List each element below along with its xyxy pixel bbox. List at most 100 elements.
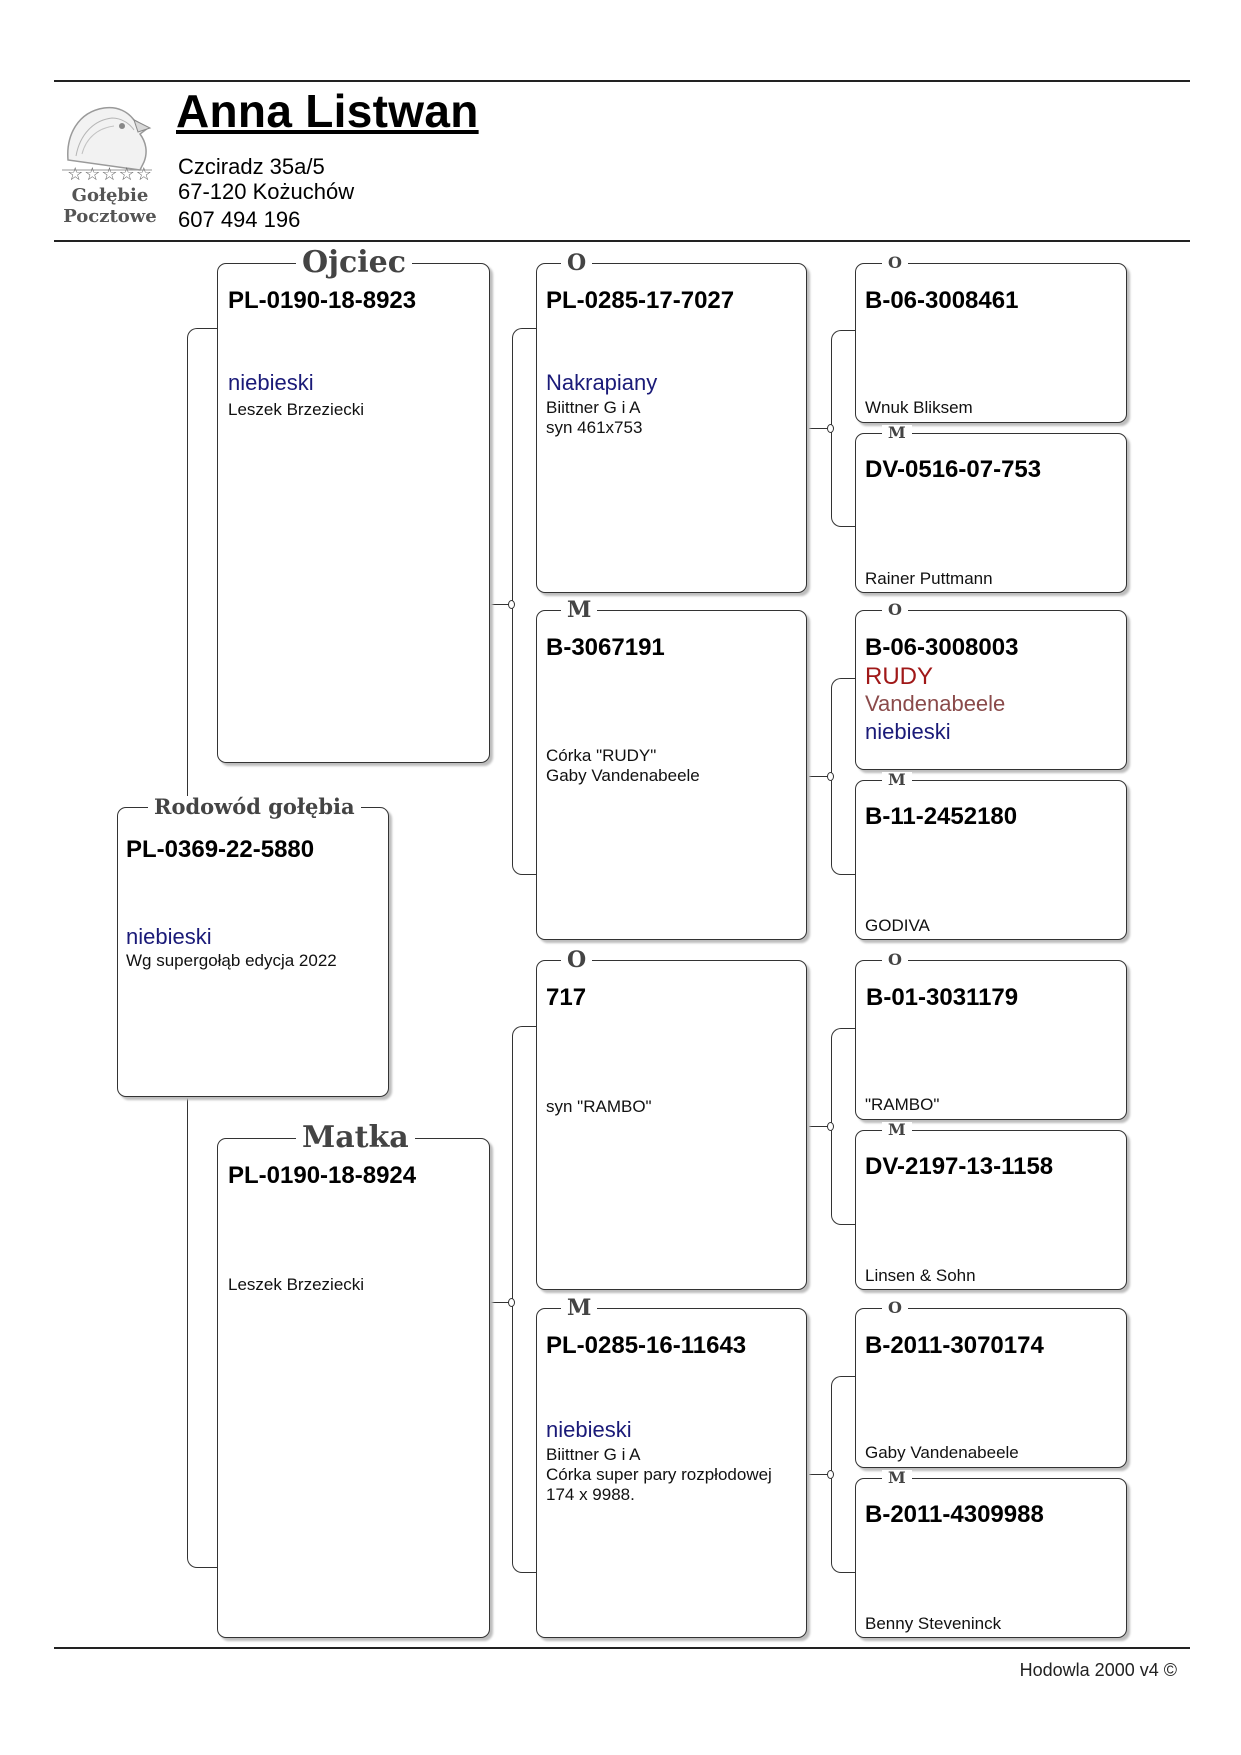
- connector-mother-node: [508, 1298, 515, 1307]
- connector-mother: [512, 1026, 537, 1573]
- fff-label: O: [882, 255, 908, 271]
- mother-note: Leszek Brzeziecki: [228, 1275, 365, 1294]
- connector-father: [512, 328, 537, 875]
- mm-note2: Córka super pary rozpłodowej: [546, 1465, 772, 1484]
- mm-ring: PL-0285-16-11643: [546, 1332, 747, 1359]
- fm-ring: B-3067191: [546, 634, 665, 661]
- father-ring: PL-0190-18-8923: [228, 287, 417, 314]
- connector-mm-stem: [809, 1474, 831, 1475]
- mfm-note: Linsen & Sohn: [865, 1266, 976, 1285]
- fmm-card[interactable]: M B-11-2452180 GODIVA: [855, 772, 1127, 940]
- address-line2: 67-120 Kożuchów: [178, 179, 355, 204]
- connector-mf-node: [827, 1122, 834, 1131]
- logo-text-line1: Gołębie: [71, 185, 149, 206]
- fmm-note: GODIVA: [865, 916, 930, 935]
- connector-mother-stem: [490, 1302, 512, 1303]
- top-rule: [54, 80, 1190, 82]
- mf-card[interactable]: O 717 syn "RAMBO": [536, 949, 807, 1290]
- mfm-label: M: [882, 1122, 912, 1138]
- mm-color: niebieski: [546, 1417, 632, 1442]
- fmm-label: M: [882, 772, 912, 788]
- ff-label: O: [561, 252, 593, 274]
- ffm-ring: DV-0516-07-753: [865, 456, 1042, 483]
- mmm-ring: B-2011-4309988: [865, 1501, 1044, 1528]
- phone: 607 494 196: [178, 207, 301, 232]
- connector-mf-stem: [809, 1126, 831, 1127]
- ff-color: Nakrapiany: [546, 370, 658, 395]
- mm-note3: 174 x 9988.: [546, 1485, 635, 1504]
- connector-ff-node: [827, 424, 834, 433]
- mmf-note: Gaby Vandenabeele: [865, 1443, 1019, 1462]
- address-line1: Czciradz 35a/5: [178, 154, 325, 179]
- owner-name: Anna Listwan: [176, 85, 479, 137]
- fm-note1: Córka "RUDY": [546, 746, 657, 765]
- ffm-note: Rainer Puttmann: [865, 569, 993, 588]
- mfm-ring: DV-2197-13-1158: [865, 1153, 1054, 1180]
- subject-color: niebieski: [126, 924, 212, 949]
- pigeon-logo: ☆☆☆☆☆ Gołębie Pocztowe: [56, 90, 164, 230]
- fff-card[interactable]: O B-06-3008461 Wnuk Bliksem: [855, 255, 1127, 423]
- mother-label: Matka: [296, 1123, 415, 1153]
- mmf-card[interactable]: O B-2011-3070174 Gaby Vandenabeele: [855, 1300, 1127, 1468]
- mmf-label: O: [882, 1300, 908, 1316]
- subject-card[interactable]: Rodowód gołębia PL-0369-22-5880 niebiesk…: [117, 796, 389, 1097]
- mmm-card[interactable]: M B-2011-4309988 Benny Steveninck: [855, 1470, 1127, 1638]
- fmf-label: O: [882, 602, 908, 618]
- ff-note2: syn 461x753: [546, 418, 643, 437]
- ffm-label: M: [882, 425, 912, 441]
- father-color: niebieski: [228, 370, 314, 395]
- footer-credit: Hodowla 2000 v4 ©: [1019, 1660, 1177, 1680]
- subject-label: Rodowód gołębia: [148, 796, 361, 817]
- mm-card[interactable]: M PL-0285-16-11643 niebieski Biittner G …: [536, 1297, 807, 1638]
- connector-mf: [831, 1028, 856, 1225]
- fmf-card[interactable]: O B-06-3008003 RUDY Vandenabeele niebies…: [855, 602, 1127, 770]
- logo-text-line2: Pocztowe: [63, 206, 157, 227]
- mm-note1: Biittner G i A: [546, 1445, 641, 1464]
- connector-fm-node: [827, 772, 834, 781]
- logo-stars: ☆☆☆☆☆: [67, 164, 153, 184]
- footer-rule: [54, 1647, 1190, 1649]
- connector-father-stem: [490, 604, 512, 605]
- fmf-color: niebieski: [865, 719, 951, 744]
- header-rule: [54, 240, 1190, 242]
- connector-mm: [831, 1376, 856, 1573]
- fm-note2: Gaby Vandenabeele: [546, 766, 700, 785]
- connector-ff: [831, 330, 856, 527]
- mff-label: O: [882, 952, 908, 968]
- connector-fm: [831, 678, 856, 875]
- mmm-label: M: [882, 1470, 912, 1486]
- mmf-ring: B-2011-3070174: [865, 1332, 1044, 1359]
- fmf-ring: B-06-3008003: [865, 634, 1019, 661]
- mf-label: O: [561, 949, 593, 971]
- mff-card[interactable]: O B-01-3031179 "RAMBO": [855, 952, 1127, 1120]
- fff-note: Wnuk Bliksem: [865, 398, 973, 417]
- mmm-note: Benny Steveninck: [865, 1614, 1002, 1633]
- fm-card[interactable]: M B-3067191 Córka "RUDY" Gaby Vandenabee…: [536, 599, 807, 940]
- connector-father-node: [508, 600, 515, 609]
- mfm-card[interactable]: M DV-2197-13-1158 Linsen & Sohn: [855, 1122, 1127, 1290]
- pigeon-head-icon: [62, 106, 152, 171]
- fff-ring: B-06-3008461: [865, 287, 1019, 314]
- ffm-card[interactable]: M DV-0516-07-753 Rainer Puttmann: [855, 425, 1127, 593]
- mff-note: "RAMBO": [865, 1095, 940, 1114]
- connector-mm-node: [827, 1470, 834, 1479]
- ff-ring: PL-0285-17-7027: [546, 287, 735, 314]
- subject-ring: PL-0369-22-5880: [126, 836, 315, 863]
- father-label: Ojciec: [296, 248, 413, 278]
- mother-ring: PL-0190-18-8924: [228, 1162, 417, 1189]
- connector-ff-stem: [809, 428, 831, 429]
- mm-label: M: [561, 1297, 598, 1319]
- ff-card[interactable]: O PL-0285-17-7027 Nakrapiany Biittner G …: [536, 252, 807, 593]
- father-note: Leszek Brzeziecki: [228, 400, 365, 419]
- connector-fm-stem: [809, 776, 831, 777]
- mf-ring: 717: [546, 984, 587, 1011]
- ff-note1: Biittner G i A: [546, 398, 641, 417]
- father-card[interactable]: Ojciec PL-0190-18-8923 niebieski Leszek …: [217, 248, 490, 763]
- mff-ring: B-01-3031179: [866, 984, 1019, 1011]
- mf-note: syn "RAMBO": [546, 1097, 652, 1116]
- fmf-breeder: Vandenabeele: [865, 691, 1006, 716]
- fmm-ring: B-11-2452180: [865, 803, 1018, 830]
- mother-card[interactable]: Matka PL-0190-18-8924 Leszek Brzeziecki: [217, 1123, 490, 1638]
- fm-label: M: [561, 599, 598, 621]
- fmf-name: RUDY: [865, 663, 934, 690]
